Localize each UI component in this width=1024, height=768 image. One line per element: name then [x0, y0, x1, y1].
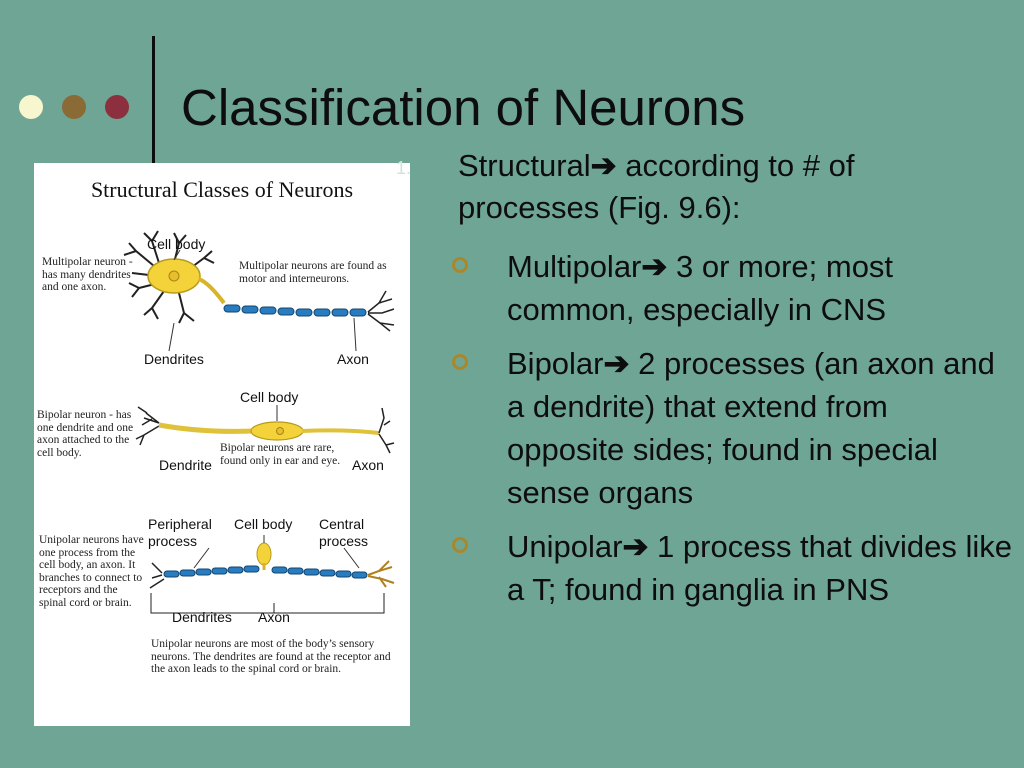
structural-heading: Structural➔ according to # of processes … — [458, 145, 998, 229]
arrow-icon: ➔ — [603, 346, 630, 381]
unipolar-neuron-drawing — [149, 535, 395, 614]
unipolar-dendrites-label: Dendrites — [172, 609, 232, 625]
bullet-term: Unipolar — [507, 529, 623, 564]
decor-dot-cream — [19, 95, 43, 119]
unipolar-note-bottom: Unipolar neurons are most of the body’s … — [151, 638, 391, 675]
bullet-ring-icon — [452, 354, 468, 370]
bipolar-neuron-drawing — [135, 405, 395, 454]
slide-title: Classification of Neurons — [181, 79, 746, 136]
bullet-term: Multipolar — [507, 249, 642, 284]
decor-dot-brown — [62, 95, 86, 119]
bullet-bipolar: Bipolar➔ 2 processes (an axon and a dend… — [452, 342, 1012, 514]
multipolar-neuron-drawing — [123, 230, 395, 352]
unipolar-cell-body-label: Cell body — [234, 516, 293, 532]
figure-title: Structural Classes of Neurons — [90, 177, 354, 202]
arrow-icon: ➔ — [641, 249, 668, 284]
bullet-text: 1 process that divides like a T; found i… — [507, 529, 1013, 607]
bipolar-cell-body-label: Cell body — [240, 389, 299, 405]
bullet-unipolar: Unipolar➔ 1 process that divides like a … — [452, 525, 1012, 611]
bipolar-note-right: Bipolar neurons are rare, found only in … — [220, 442, 341, 467]
bipolar-note-left: Bipolar neuron - has one dendrite and on… — [37, 409, 134, 459]
multipolar-note-left: Multipolar neuron - has many dendrites a… — [42, 256, 133, 293]
bipolar-axon-label: Axon — [352, 457, 384, 473]
unipolar-peripheral-process-label: Peripheral process — [148, 516, 212, 549]
bullet-text: 2 processes (an axon and a dendrite) tha… — [507, 346, 995, 510]
neuron-illustrations — [123, 230, 395, 614]
decor-dot-maroon — [105, 95, 129, 119]
unipolar-note-left: Unipolar neurons have one process from t… — [39, 534, 144, 609]
arrow-icon: ➔ — [622, 529, 649, 564]
unipolar-axon-label: Axon — [258, 609, 290, 625]
bullet-text: 3 or more; most common, especially in CN… — [507, 249, 894, 327]
unipolar-central-process-label: Central process — [319, 516, 369, 549]
heading-rest: according to # of processes (Fig. 9.6): — [458, 148, 855, 225]
list-number-mark: 1. — [396, 158, 412, 178]
multipolar-axon-label: Axon — [337, 351, 369, 367]
neuron-figure: Structural Classes of Neurons Cell body … — [34, 163, 410, 726]
title-divider — [152, 36, 155, 164]
bullet-term: Bipolar — [507, 346, 604, 381]
multipolar-note-right: Multipolar neurons are found as motor an… — [239, 260, 387, 285]
bullet-ring-icon — [452, 537, 468, 553]
multipolar-dendrites-label: Dendrites — [144, 351, 204, 367]
bullet-ring-icon — [452, 257, 468, 273]
bipolar-dendrite-label: Dendrite — [159, 457, 212, 473]
multipolar-cell-body-label: Cell body — [147, 236, 206, 252]
heading-arrow-icon: ➔ — [590, 148, 617, 183]
bullet-list: Multipolar➔ 3 or more; most common, espe… — [452, 245, 1012, 622]
heading-term: Structural — [458, 148, 591, 183]
bullet-multipolar: Multipolar➔ 3 or more; most common, espe… — [452, 245, 1012, 331]
